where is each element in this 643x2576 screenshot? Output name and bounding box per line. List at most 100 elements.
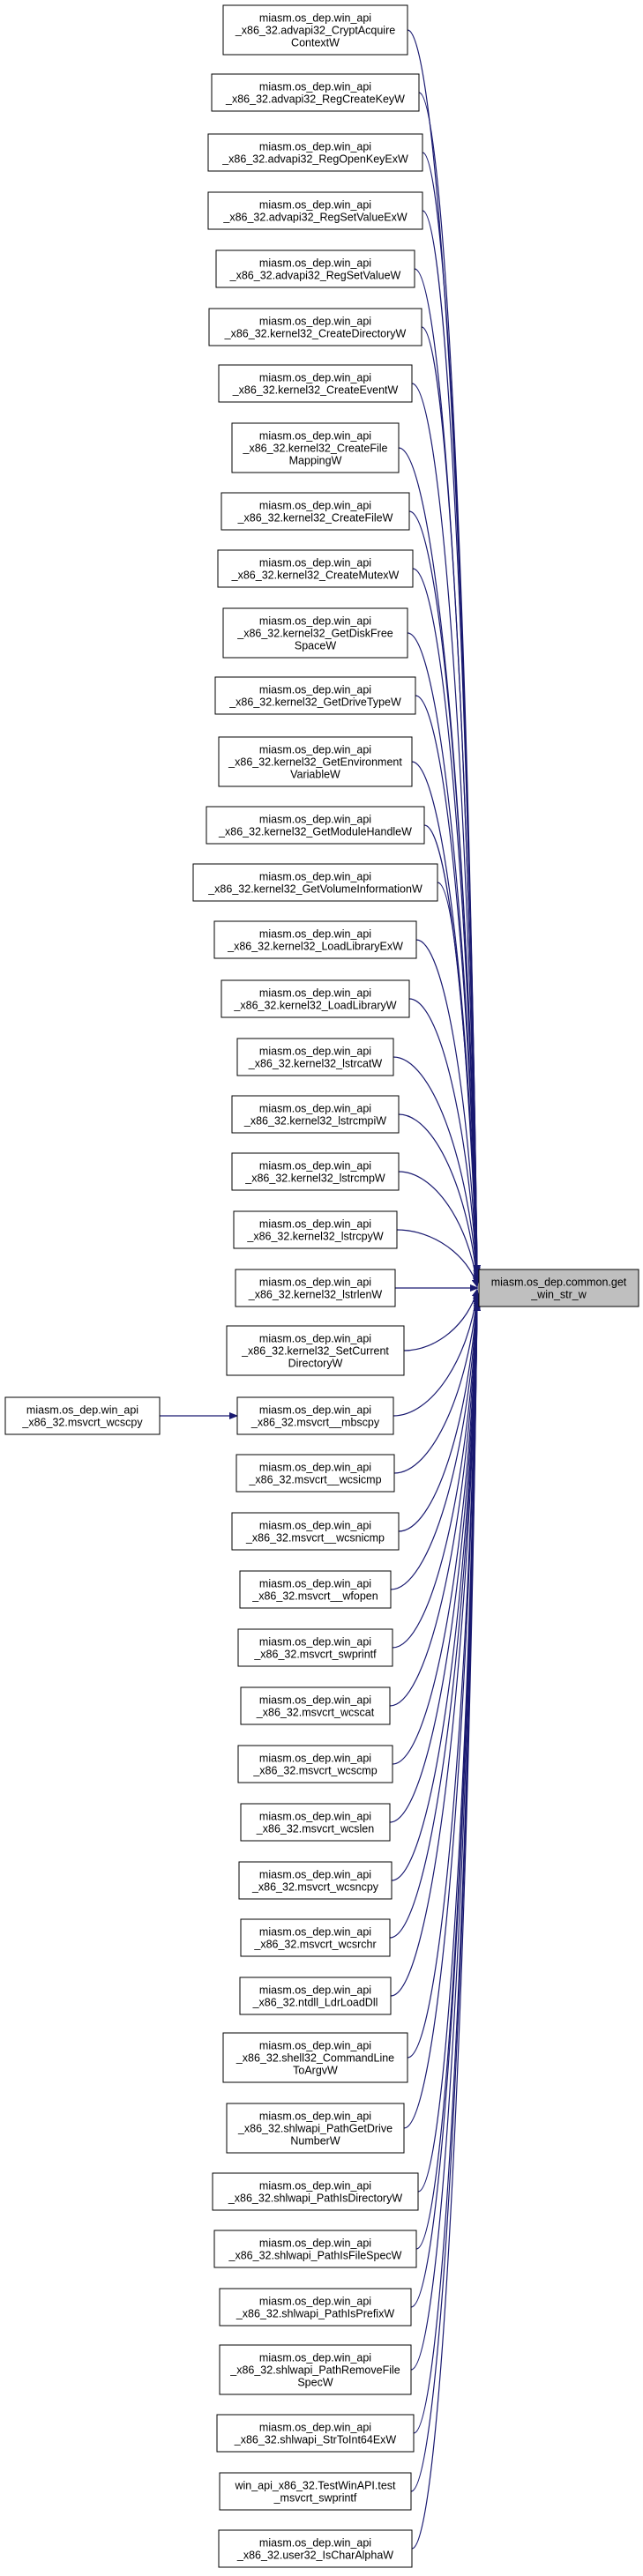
- node-label: _x86_32.kernel32_LoadLibraryW: [233, 1000, 396, 1012]
- node-box: [235, 1269, 396, 1307]
- caller-node[interactable]: miasm.os_dep.win_api_x86_32.msvcrt__wcsi…: [236, 1454, 395, 1493]
- caller-node[interactable]: miasm.os_dep.win_api_x86_32.kernel32_Get…: [222, 607, 408, 659]
- call-edge: [392, 1302, 477, 1765]
- node-box: [219, 2288, 412, 2327]
- call-edge: [398, 1113, 477, 1283]
- nodes: miasm.os_dep.win_api_x86_32.advapi32_Cry…: [4, 4, 639, 2568]
- call-edge: [408, 998, 477, 1279]
- call-edge: [403, 1304, 477, 2129]
- node-box: [239, 1570, 392, 1609]
- node-label: ToArgvW: [293, 2065, 338, 2077]
- caller-node[interactable]: miasm.os_dep.win_api_x86_32.msvcrt_wcscm…: [237, 1745, 393, 1783]
- caller-node[interactable]: miasm.os_dep.win_api_x86_32.kernel32_Get…: [218, 736, 413, 787]
- node-box: [207, 133, 423, 172]
- caller-node[interactable]: miasm.os_dep.win_api_x86_32.msvcrt_wcsrc…: [240, 1918, 391, 1957]
- caller-node[interactable]: miasm.os_dep.win_api_x86_32.kernel32_Loa…: [213, 920, 417, 959]
- node-box: [478, 1269, 639, 1307]
- caller-node[interactable]: miasm.os_dep.win_api_x86_32.kernel32_lst…: [231, 1095, 400, 1134]
- caller-node[interactable]: miasm.os_dep.win_api_x86_32.kernel32_Get…: [214, 676, 416, 715]
- caller-node[interactable]: miasm.os_dep.win_api_x86_32.msvcrt_wcscp…: [4, 1396, 161, 1435]
- node-label: miasm.os_dep.common.get: [491, 1277, 627, 1289]
- caller-node[interactable]: miasm.os_dep.win_api_x86_32.msvcrt__wcsn…: [231, 1512, 400, 1551]
- caller-node[interactable]: miasm.os_dep.win_api_x86_32.shlwapi_Path…: [213, 2230, 417, 2268]
- node-label: _x86_32.kernel32_lstrcatW: [248, 1058, 383, 1070]
- caller-node[interactable]: miasm.os_dep.win_api_x86_32.kernel32_lst…: [235, 1269, 396, 1307]
- node-box: [213, 2230, 417, 2268]
- caller-node[interactable]: miasm.os_dep.win_api_x86_32.msvcrt__mbsc…: [236, 1396, 394, 1435]
- call-edge: [393, 1292, 477, 1417]
- call-edge: [415, 939, 477, 1277]
- caller-node[interactable]: miasm.os_dep.win_api_x86_32.advapi32_Cry…: [222, 4, 408, 56]
- node-label: _x86_32.shlwapi_PathIsDirectoryW: [228, 2193, 403, 2205]
- node-label: miasm.os_dep.win_api: [259, 2237, 371, 2250]
- node-box: [218, 364, 413, 403]
- caller-node[interactable]: miasm.os_dep.win_api_x86_32.msvcrt_wcsle…: [240, 1803, 391, 1842]
- node-label: NumberW: [290, 2135, 340, 2148]
- caller-node[interactable]: miasm.os_dep.win_api_x86_32.kernel32_Cre…: [231, 422, 400, 473]
- caller-node[interactable]: win_api_x86_32.TestWinAPI.test_msvcrt_sw…: [219, 2472, 412, 2511]
- caller-node[interactable]: miasm.os_dep.win_api_x86_32.shlwapi_StrT…: [216, 2414, 415, 2453]
- node-label: _x86_32.msvcrt_wcscmp: [252, 1765, 377, 1777]
- node-label: miasm.os_dep.win_api: [259, 2537, 371, 2550]
- node-box: [237, 1745, 393, 1783]
- node-label: miasm.os_dep.win_api: [259, 814, 371, 826]
- node-box: [238, 1861, 393, 1900]
- caller-node[interactable]: miasm.os_dep.win_api_x86_32.advapi32_Reg…: [211, 73, 420, 112]
- caller-node[interactable]: miasm.os_dep.win_api_x86_32.kernel32_Cre…: [221, 492, 410, 531]
- node-label: _x86_32.msvcrt_wcsncpy: [251, 1881, 379, 1894]
- caller-node[interactable]: miasm.os_dep.win_api_x86_32.ntdll_LdrLoa…: [239, 1977, 392, 2015]
- caller-node[interactable]: miasm.os_dep.win_api_x86_32.kernel32_lst…: [233, 1210, 398, 1249]
- caller-node[interactable]: miasm.os_dep.win_api_x86_32.msvcrt_wcsca…: [240, 1686, 391, 1725]
- node-label: miasm.os_dep.win_api: [259, 12, 371, 25]
- node-label: _x86_32.kernel32_CreateMutexW: [231, 570, 400, 582]
- node-box: [218, 2529, 413, 2568]
- caller-node[interactable]: miasm.os_dep.win_api_x86_32.kernel32_lst…: [236, 1038, 394, 1076]
- caller-node[interactable]: miasm.os_dep.win_api_x86_32.kernel32_Cre…: [217, 549, 414, 588]
- call-edge: [411, 383, 477, 1272]
- caller-node[interactable]: miasm.os_dep.win_api_x86_32.msvcrt__wfop…: [239, 1570, 392, 1609]
- node-label: _x86_32.msvcrt__wcsicmp: [248, 1474, 381, 1486]
- node-label: miasm.os_dep.win_api: [259, 1636, 371, 1649]
- caller-node[interactable]: miasm.os_dep.win_api_x86_32.kernel32_Get…: [192, 863, 438, 902]
- caller-node[interactable]: miasm.os_dep.win_api_x86_32.kernel32_Get…: [206, 806, 425, 845]
- caller-node[interactable]: miasm.os_dep.win_api_x86_32.shlwapi_Path…: [212, 2172, 419, 2211]
- node-label: _x86_32.kernel32_GetDriveTypeW: [228, 696, 401, 709]
- node-label: _x86_32.msvcrt__mbscpy: [250, 1417, 380, 1429]
- node-label: miasm.os_dep.win_api: [259, 615, 371, 628]
- caller-node[interactable]: miasm.os_dep.win_api_x86_32.advapi32_Reg…: [207, 133, 423, 172]
- node-box: [212, 2172, 419, 2211]
- caller-node[interactable]: miasm.os_dep.win_api_x86_32.kernel32_lst…: [231, 1152, 400, 1191]
- caller-node[interactable]: miasm.os_dep.win_api_x86_32.kernel32_Cre…: [218, 364, 413, 403]
- node-label: _x86_32.advapi32_RegSetValueExW: [222, 212, 407, 224]
- caller-node[interactable]: miasm.os_dep.win_api_x86_32.kernel32_Loa…: [221, 979, 410, 1018]
- node-box: [221, 492, 410, 531]
- node-label: _x86_32.msvcrt__wcsnicmp: [245, 1532, 385, 1545]
- node-box: [222, 607, 408, 659]
- caller-node[interactable]: miasm.os_dep.win_api_x86_32.shell32_Comm…: [222, 2032, 408, 2083]
- caller-node[interactable]: miasm.os_dep.win_api_x86_32.kernel32_Cre…: [208, 308, 422, 346]
- caller-node[interactable]: miasm.os_dep.win_api_x86_32.advapi32_Reg…: [207, 191, 423, 230]
- call-edge: [422, 210, 477, 1272]
- caller-node[interactable]: miasm.os_dep.win_api_x86_32.shlwapi_Path…: [219, 2288, 412, 2327]
- node-label: _x86_32.msvcrt_wcscat: [256, 1707, 375, 1719]
- node-label: miasm.os_dep.win_api: [259, 557, 371, 570]
- caller-node[interactable]: miasm.os_dep.win_api_x86_32.kernel32_Set…: [226, 1325, 405, 1376]
- node-box: [222, 2032, 408, 2083]
- target-node[interactable]: miasm.os_dep.common.get_win_str_w: [478, 1269, 639, 1307]
- caller-node[interactable]: miasm.os_dep.win_api_x86_32.shlwapi_Path…: [219, 2344, 412, 2395]
- node-box: [231, 1512, 400, 1551]
- call-edge: [389, 1300, 477, 1707]
- node-label: miasm.os_dep.win_api: [259, 2180, 371, 2193]
- caller-node[interactable]: miasm.os_dep.win_api_x86_32.user32_IsCha…: [218, 2529, 413, 2568]
- node-label: win_api_x86_32.TestWinAPI.test: [234, 2480, 396, 2492]
- call-edge: [391, 1304, 477, 1881]
- caller-node[interactable]: miasm.os_dep.win_api_x86_32.advapi32_Reg…: [215, 249, 415, 288]
- caller-node[interactable]: miasm.os_dep.win_api_x86_32.msvcrt_swpri…: [237, 1628, 393, 1667]
- call-edge: [392, 1299, 477, 1649]
- caller-node[interactable]: miasm.os_dep.win_api_x86_32.shlwapi_Path…: [226, 2103, 405, 2154]
- caller-node[interactable]: miasm.os_dep.win_api_x86_32.msvcrt_wcsnc…: [238, 1861, 393, 1900]
- call-edge: [411, 1304, 477, 2550]
- node-label: ContextW: [291, 37, 340, 49]
- node-label: _x86_32.kernel32_lstrcmpiW: [243, 1115, 386, 1128]
